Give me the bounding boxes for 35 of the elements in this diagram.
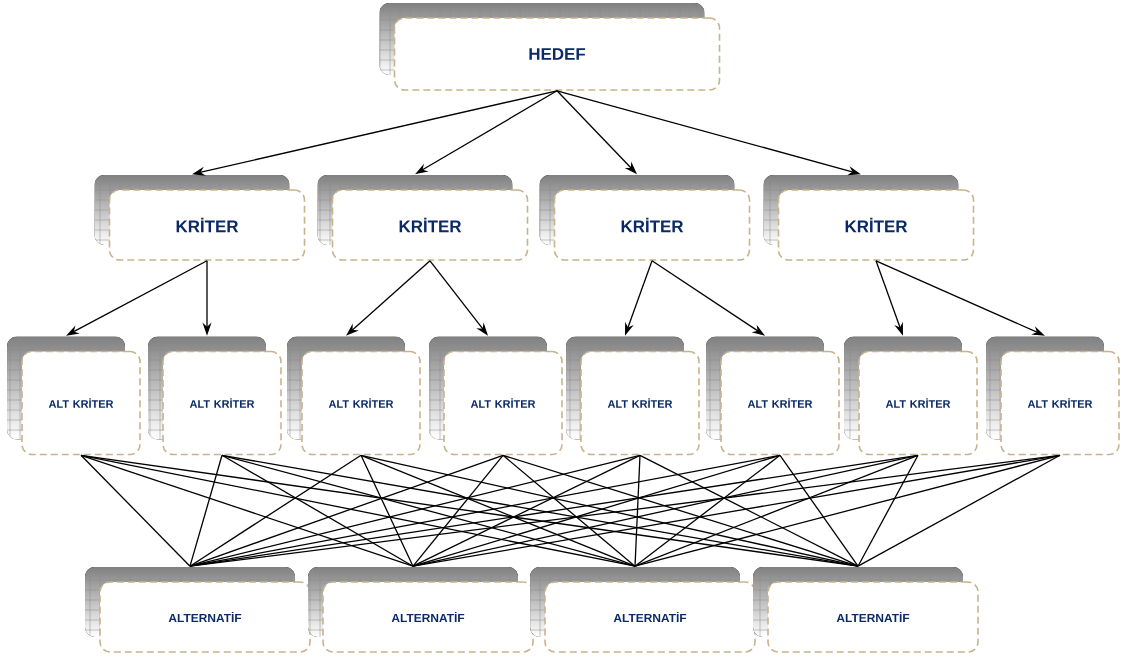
shadowed-box: ALT KRİTER [287, 336, 421, 456]
shadowed-box: ALT KRİTER [706, 336, 840, 456]
shadowed-box: ALTERNATİF [530, 567, 756, 653]
connector-line [412, 454, 641, 567]
connector-line [360, 454, 414, 567]
connector-line [221, 454, 414, 567]
shadowed-box: ALT KRİTER [148, 336, 282, 456]
shadowed-box: HEDEF [379, 3, 721, 91]
shadowed-box: ALT KRİTER [7, 336, 141, 456]
connector-line [639, 454, 859, 567]
connector-line [857, 454, 1061, 567]
connector-line [412, 454, 504, 567]
connector-line [189, 454, 223, 567]
connector-line [502, 454, 636, 567]
shadowed-box: ALTERNATİF [753, 567, 979, 653]
connector-line [80, 454, 414, 567]
shadowed-box: KRİTER [763, 175, 975, 261]
shadowed-box: KRİTER [539, 175, 751, 261]
shadowed-box: ALTERNATİF [308, 567, 534, 653]
shadowed-box: ALT KRİTER [844, 336, 978, 456]
connector-line [634, 454, 1061, 567]
shadowed-box: KRİTER [317, 175, 529, 261]
shadowed-box: KRİTER [94, 175, 306, 261]
connector-line [360, 454, 859, 567]
connector-line [189, 454, 362, 567]
shadowed-box: ALTERNATİF [85, 567, 311, 653]
connector-line [634, 454, 781, 567]
connector-line [80, 454, 191, 567]
connector-line [857, 454, 919, 567]
connector-line [779, 454, 859, 567]
shadowed-box: ALT KRİTER [566, 336, 700, 456]
shadowed-box: ALT KRİTER [986, 336, 1120, 456]
connector-line [360, 454, 636, 567]
shadowed-box: ALT KRİTER [429, 336, 563, 456]
connector-line [634, 454, 641, 567]
